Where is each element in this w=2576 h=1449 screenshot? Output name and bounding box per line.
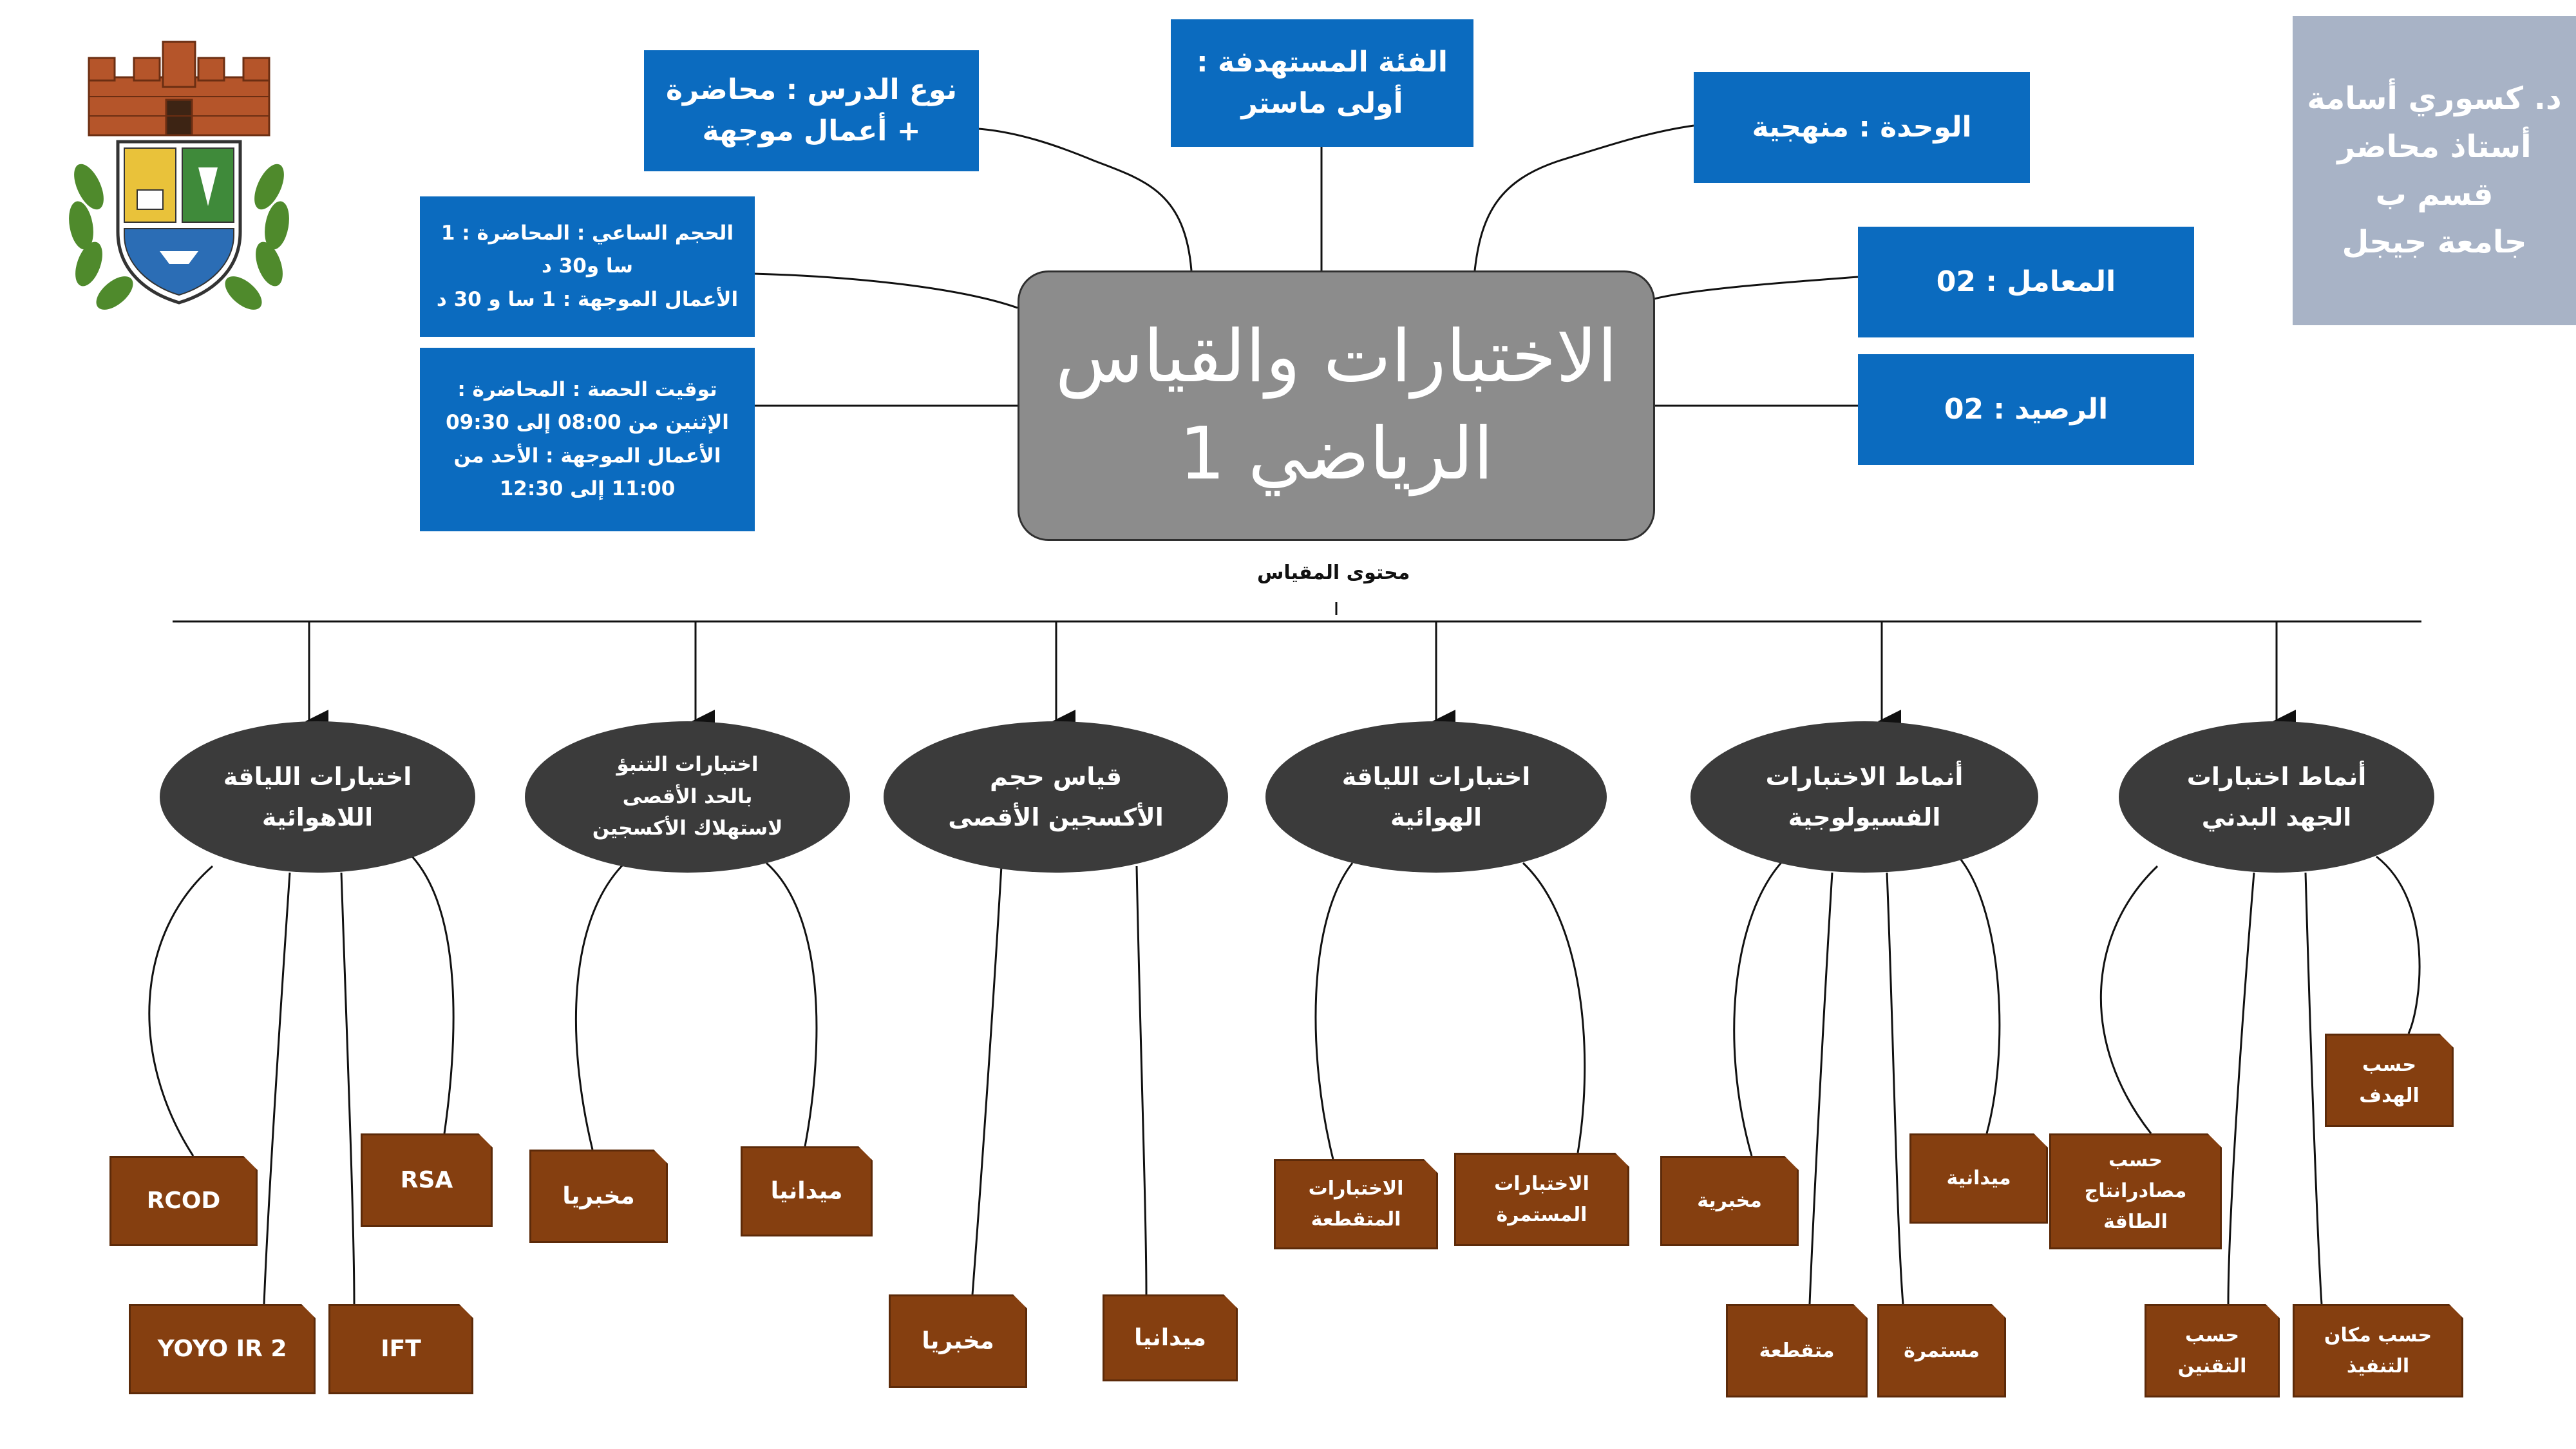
leaf-by-regulation: حسب التقنين bbox=[2145, 1304, 2280, 1397]
leaf-prediction-field: ميدانيا bbox=[741, 1146, 873, 1236]
leaf-text: ميدانية bbox=[1946, 1167, 2011, 1189]
credit-label: الرصيد : 02 bbox=[1944, 393, 2108, 426]
link-hours bbox=[753, 272, 1018, 309]
leaf-by-goal: حسب الهدف bbox=[2325, 1034, 2454, 1127]
hours-box: الحجم الساعي : المحاضرة : 1 سا و30 د الأ… bbox=[420, 196, 755, 337]
topic-label: الهوائية bbox=[1390, 802, 1482, 831]
link-unit bbox=[1473, 124, 1694, 271]
topic-vo2max-prediction: اختبارات التنبؤ بالحد الأقصى لاستهلاك ال… bbox=[525, 721, 850, 873]
lesson-type-box: نوع الدرس : محاضرة + أعمال موجهة bbox=[644, 50, 979, 171]
leaf-text: حسب مكان bbox=[2324, 1323, 2432, 1347]
leaf-text: حسب bbox=[2185, 1323, 2239, 1347]
leaf-text: مصادرانتاج bbox=[2084, 1180, 2187, 1202]
topic-label: الفسيولوجية bbox=[1788, 802, 1941, 831]
credit-box: الرصيد : 02 bbox=[1858, 354, 2194, 465]
leaf-aerobic-intermittent: الاختبارات المتقطعة bbox=[1274, 1159, 1438, 1249]
leaf-text: التنفيذ bbox=[2346, 1354, 2410, 1378]
topic-effort-tests: أنماط اختبارات الجهد البدني bbox=[2119, 721, 2434, 873]
topic-label: قياس حجم bbox=[990, 762, 1122, 791]
topic-label: اللاهوائية bbox=[261, 802, 374, 831]
target-group-line2: أولى ماستر bbox=[1241, 87, 1403, 120]
leaf-text: RSA bbox=[400, 1166, 453, 1193]
leaf-text: الاختبارات bbox=[1308, 1177, 1404, 1200]
leaf-text: مخبريا bbox=[562, 1182, 635, 1209]
topic-label: اختبارات اللياقة bbox=[223, 762, 412, 791]
leaf-text: حسب bbox=[2362, 1053, 2416, 1076]
leaf-text: الاختبارات bbox=[1494, 1172, 1589, 1195]
unit-box: الوحدة : منهجية bbox=[1694, 72, 2030, 183]
schedule-line2: الإثنين من 08:00 إلى 09:30 bbox=[446, 411, 729, 435]
leaf-prediction-lab: مخبريا bbox=[529, 1150, 668, 1243]
course-title-line1: الاختبارات والقياس bbox=[1055, 314, 1618, 399]
topic-label: أنماط اختبارات bbox=[2186, 762, 2367, 791]
leaf-rcod: RCOD bbox=[109, 1156, 258, 1246]
leaf-yoyo-ir2: YOYO IR 2 bbox=[129, 1304, 316, 1394]
leaf-physio-lab: مخبرية bbox=[1660, 1156, 1799, 1246]
link-lesson-type bbox=[978, 128, 1193, 271]
course-title-box: الاختبارات والقياس الرياضي 1 bbox=[1018, 270, 1655, 541]
hours-line1: الحجم الساعي : المحاضرة : 1 bbox=[440, 222, 734, 245]
schedule-box: توقيت الحصة : المحاضرة : الإثنين من 08:0… bbox=[420, 348, 755, 531]
leaf-text: حسب bbox=[2108, 1149, 2163, 1171]
leaf-text: IFT bbox=[381, 1336, 421, 1363]
target-group-box: الفئة المستهدفة : أولى ماستر bbox=[1171, 19, 1473, 147]
leaf-text: YOYO IR 2 bbox=[157, 1336, 287, 1363]
leaf-text: المستمرة bbox=[1496, 1203, 1587, 1226]
leaf-text: ميدانيا bbox=[1134, 1324, 1206, 1351]
lesson-type-line1: نوع الدرس : محاضرة bbox=[665, 73, 958, 107]
leaf-text: المتقطعة bbox=[1311, 1208, 1401, 1231]
coefficient-box: المعامل : 02 bbox=[1858, 227, 2194, 337]
topic-label: الجهد البدني bbox=[2201, 802, 2352, 831]
hours-line3: الأعمال الموجهة : 1 سا و 30 د bbox=[436, 287, 739, 311]
leaf-text: RCOD bbox=[146, 1188, 221, 1215]
leaf-physio-intermittent: متقطعة bbox=[1726, 1304, 1868, 1397]
topic-aerobic-fitness: اختبارات اللياقة الهوائية bbox=[1265, 721, 1607, 873]
schedule-line1: توقيت الحصة : المحاضرة : bbox=[457, 378, 717, 402]
author-box: د. كسوري أسامة أستاذ محاضر قسم ب جامعة ج… bbox=[2293, 16, 2576, 325]
topic-anaerobic-fitness: اختبارات اللياقة اللاهوائية bbox=[160, 721, 475, 873]
schedule-line4: 11:00 إلى 12:30 bbox=[499, 477, 676, 500]
topic-label: بالحد الأقصى bbox=[622, 784, 753, 808]
leaf-text: الطاقة bbox=[2103, 1211, 2168, 1233]
topic-label: اختبارات التنبؤ bbox=[616, 753, 759, 777]
leaf-ift: IFT bbox=[328, 1304, 473, 1394]
topic-physiological-tests: أنماط الاختبارات الفسيولوجية bbox=[1690, 721, 2038, 873]
leaf-vo2-lab: مخبريا bbox=[889, 1294, 1027, 1388]
leaf-vo2-field: ميدانيا bbox=[1103, 1294, 1238, 1381]
coefficient-label: المعامل : 02 bbox=[1936, 265, 2116, 299]
leaf-text: ميدانيا bbox=[770, 1178, 843, 1205]
leaf-text: مخبرية bbox=[1697, 1189, 1762, 1212]
topic-label: الأكسجين الأقصى bbox=[948, 802, 1164, 831]
leaf-text: مستمرة bbox=[1904, 1339, 1980, 1362]
topic-label: أنماط الاختبارات bbox=[1765, 762, 1964, 791]
leaf-by-place: حسب مكان التنفيذ bbox=[2293, 1304, 2463, 1397]
leaf-aerobic-continuous: الاختبارات المستمرة bbox=[1454, 1153, 1629, 1246]
schedule-line3: الأعمال الموجهة : الأحد من bbox=[453, 444, 721, 468]
leaf-text: التقنين bbox=[2177, 1354, 2247, 1378]
author-university: جامعة جيجل bbox=[2342, 224, 2527, 261]
leaf-text: مخبريا bbox=[922, 1327, 994, 1354]
author-rank: قسم ب bbox=[2375, 176, 2494, 213]
content-label: محتوى المقياس bbox=[1257, 562, 1410, 584]
target-group-line1: الفئة المستهدفة : bbox=[1197, 46, 1448, 79]
leaf-physio-continuous: مستمرة bbox=[1877, 1304, 2006, 1397]
topic-vo2max: قياس حجم الأكسجين الأقصى bbox=[884, 721, 1228, 873]
author-name: د. كسوري أسامة bbox=[2307, 80, 2562, 117]
leaf-rsa: RSA bbox=[361, 1133, 493, 1227]
course-title-line2: الرياضي 1 bbox=[1179, 412, 1493, 496]
lesson-type-line2: + أعمال موجهة bbox=[702, 115, 921, 147]
leaf-by-energy-source: حسب مصادرانتاج الطاقة bbox=[2049, 1133, 2222, 1249]
university-of-jijel-crest-icon bbox=[69, 41, 289, 310]
unit-label: الوحدة : منهجية bbox=[1752, 111, 1972, 144]
author-title: أستاذ محاضر bbox=[2337, 128, 2532, 165]
university-logo bbox=[50, 39, 308, 322]
topic-label: اختبارات اللياقة bbox=[1341, 762, 1531, 791]
leaf-text: الهدف bbox=[2359, 1084, 2420, 1107]
leaf-text: متقطعة bbox=[1759, 1339, 1835, 1362]
leaf-physio-field: ميدانية bbox=[1909, 1133, 2048, 1224]
topic-label: لاستهلاك الأكسجين bbox=[592, 817, 783, 840]
hours-line2: سا و30 د bbox=[541, 254, 634, 278]
link-coefficient bbox=[1651, 276, 1859, 301]
